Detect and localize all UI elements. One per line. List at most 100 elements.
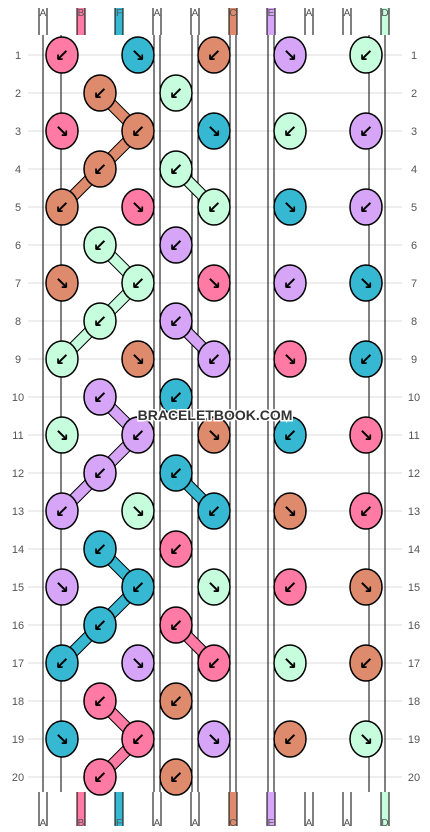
- knot: ↙: [159, 530, 193, 568]
- knot-arrow-icon: ↘: [131, 502, 145, 522]
- knot-arrow-icon: ↘: [283, 350, 297, 370]
- knot-circle: [349, 492, 383, 530]
- knot-arrow-icon: ↙: [169, 84, 183, 104]
- row-number-left: 3: [15, 126, 21, 138]
- knot-arrow-icon: ↙: [207, 502, 221, 522]
- knot: ↙: [349, 644, 383, 682]
- knot-circle: [83, 150, 117, 188]
- knot-circle: [159, 302, 193, 340]
- knot: ↙: [273, 112, 307, 150]
- knot-arrow-icon: ↙: [93, 312, 107, 332]
- row-number-right: 13: [408, 506, 420, 518]
- knot-circle: [159, 682, 193, 720]
- knot-arrow-icon: ↙: [169, 616, 183, 636]
- knot-arrow-icon: ↘: [359, 274, 373, 294]
- knot: ↙: [159, 454, 193, 492]
- knot-arrow-icon: ↙: [93, 236, 107, 256]
- knot-circle: [197, 340, 231, 378]
- thread-label-top: F: [116, 8, 122, 19]
- knot: ↙: [121, 264, 155, 302]
- row-number-right: 11: [408, 430, 419, 442]
- knot: ↙: [159, 74, 193, 112]
- knot-arrow-icon: ↙: [55, 46, 69, 66]
- knot: ↙: [273, 264, 307, 302]
- knot-arrow-icon: ↙: [55, 502, 69, 522]
- knot-circle: [349, 720, 383, 758]
- knot: ↘: [121, 492, 155, 530]
- knot: ↘: [45, 112, 79, 150]
- knot-circle: [83, 226, 117, 264]
- knot: ↘: [197, 264, 231, 302]
- thread-label-bottom: F: [116, 818, 122, 829]
- thread-label-top: A: [306, 8, 313, 19]
- row-number-right: 1: [411, 50, 417, 62]
- knot-arrow-icon: ↙: [93, 84, 107, 104]
- knot-arrow-icon: ↘: [359, 426, 373, 446]
- row-number-left: 2: [15, 88, 21, 100]
- knot: ↙: [159, 150, 193, 188]
- knot: ↙: [349, 340, 383, 378]
- knot-circle: [273, 264, 307, 302]
- knot-circle: [83, 682, 117, 720]
- row-number-left: 6: [15, 240, 21, 252]
- knot: ↙: [349, 492, 383, 530]
- knot-arrow-icon: ↙: [93, 388, 107, 408]
- knot-circle: [45, 340, 79, 378]
- row-number-left: 9: [15, 354, 21, 366]
- knot-circle: [159, 378, 193, 416]
- thread-label-bottom: C: [229, 818, 236, 829]
- knot-arrow-icon: ↙: [169, 312, 183, 332]
- knot-arrow-icon: ↙: [169, 464, 183, 484]
- knot-circle: [349, 416, 383, 454]
- thread-label-top: B: [78, 8, 85, 19]
- knot: ↘: [273, 36, 307, 74]
- knot-arrow-icon: ↙: [359, 46, 373, 66]
- row-number-left: 15: [12, 582, 24, 594]
- row-number-left: 13: [12, 506, 24, 518]
- knot-circle: [83, 758, 117, 796]
- thread-label-bottom: B: [78, 818, 85, 829]
- knot-arrow-icon: ↘: [283, 46, 297, 66]
- knot-circle: [121, 264, 155, 302]
- knot-circle: [273, 720, 307, 758]
- thread-label-top: A: [40, 8, 47, 19]
- knot-circle: [197, 720, 231, 758]
- knot-arrow-icon: ↘: [55, 274, 69, 294]
- knot: ↘: [273, 492, 307, 530]
- row-number-right: 15: [408, 582, 420, 594]
- knot-circle: [83, 74, 117, 112]
- knot: ↘: [349, 416, 383, 454]
- knot-arrow-icon: ↘: [283, 502, 297, 522]
- knot-circle: [121, 112, 155, 150]
- thread-label-bottom: A: [306, 818, 313, 829]
- knot: ↘: [273, 340, 307, 378]
- thread-label-top: C: [229, 8, 236, 19]
- knot-circle: [45, 644, 79, 682]
- knot-circle: [273, 568, 307, 606]
- thread-label-bottom: A: [344, 818, 351, 829]
- knot-circle: [121, 36, 155, 74]
- knot-circle: [83, 378, 117, 416]
- knot-arrow-icon: ↙: [93, 692, 107, 712]
- knot-arrow-icon: ↘: [55, 122, 69, 142]
- knot-circle: [197, 644, 231, 682]
- knot-circle: [197, 492, 231, 530]
- knot: ↙: [273, 568, 307, 606]
- knot-arrow-icon: ↙: [55, 654, 69, 674]
- knot: ↙: [349, 188, 383, 226]
- knot-circle: [349, 112, 383, 150]
- knot-circle: [197, 112, 231, 150]
- knot-circle: [45, 492, 79, 530]
- knot-arrow-icon: ↙: [93, 464, 107, 484]
- knot: ↙: [349, 36, 383, 74]
- row-number-right: 12: [408, 468, 420, 480]
- knot-arrow-icon: ↙: [283, 274, 297, 294]
- knot: ↙: [45, 36, 79, 74]
- knot-circle: [83, 302, 117, 340]
- knot-arrow-icon: ↘: [131, 46, 145, 66]
- knot: ↙: [159, 758, 193, 796]
- knot-circle: [197, 568, 231, 606]
- row-number-right: 18: [408, 696, 420, 708]
- row-number-left: 8: [15, 316, 21, 328]
